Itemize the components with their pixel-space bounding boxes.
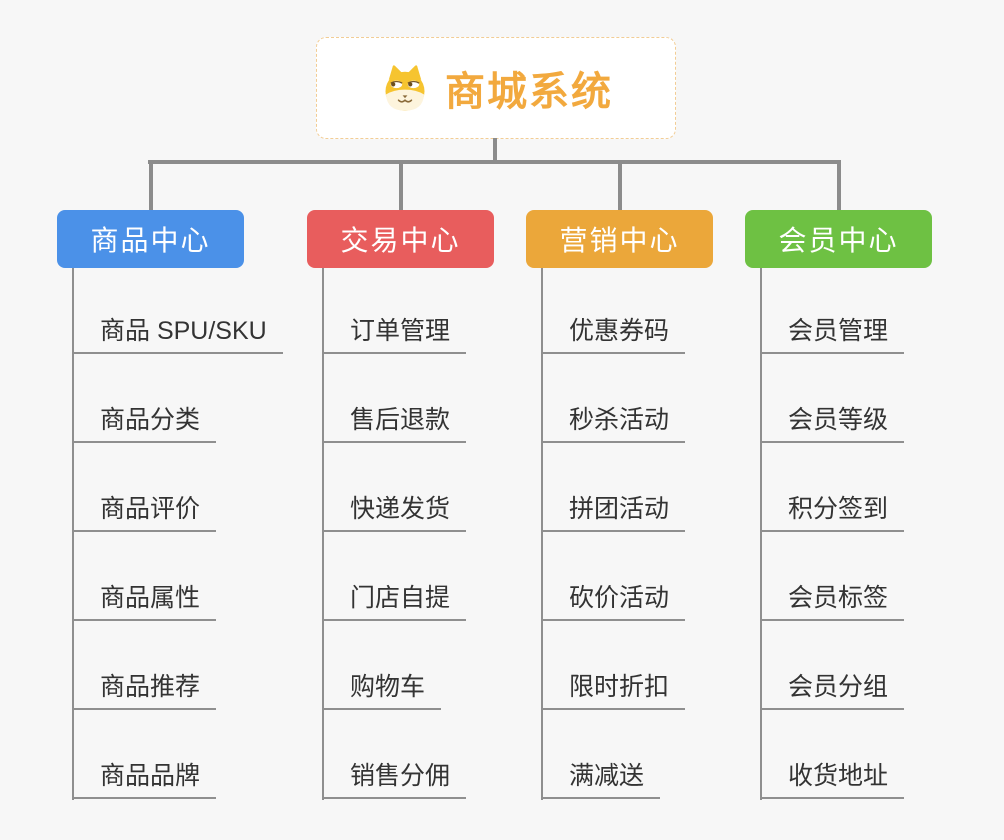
leaf-topic[interactable]: 售后退款 bbox=[322, 399, 467, 443]
leaf-topic[interactable]: 优惠券码 bbox=[541, 310, 686, 354]
branch-topic-4[interactable]: 会员中心 bbox=[745, 210, 932, 268]
branch-topic-2[interactable]: 交易中心 bbox=[307, 210, 494, 268]
leaf-topic[interactable]: 门店自提 bbox=[322, 577, 467, 621]
leaf-topic[interactable]: 砍价活动 bbox=[541, 577, 686, 621]
leaf-topic[interactable]: 商品推荐 bbox=[72, 666, 217, 710]
connector-branch-trunk bbox=[322, 268, 324, 800]
leaf-topic[interactable]: 销售分佣 bbox=[322, 755, 467, 799]
leaf-topic[interactable]: 会员等级 bbox=[760, 399, 905, 443]
connector-root-drop bbox=[493, 138, 497, 162]
branch-topic-3[interactable]: 营销中心 bbox=[526, 210, 713, 268]
leaf-topic[interactable]: 商品评价 bbox=[72, 488, 217, 532]
root-topic[interactable]: 商城系统 bbox=[316, 37, 676, 139]
leaf-topic[interactable]: 积分签到 bbox=[760, 488, 905, 532]
leaf-topic[interactable]: 商品分类 bbox=[72, 399, 217, 443]
leaf-topic[interactable]: 商品 SPU/SKU bbox=[72, 310, 283, 354]
connector-branch-drop bbox=[398, 160, 403, 210]
leaf-topic[interactable]: 订单管理 bbox=[322, 310, 467, 354]
leaf-topic[interactable]: 会员管理 bbox=[760, 310, 905, 354]
connector-branch-drop bbox=[617, 160, 622, 210]
leaf-topic[interactable]: 满减送 bbox=[541, 755, 661, 799]
leaf-topic[interactable]: 商品品牌 bbox=[72, 755, 217, 799]
leaf-topic[interactable]: 商品属性 bbox=[72, 577, 217, 621]
leaf-topic[interactable]: 秒杀活动 bbox=[541, 399, 686, 443]
connector-branch-drop bbox=[148, 160, 153, 210]
root-topic-label: 商城系统 bbox=[445, 70, 613, 114]
dog-face-icon bbox=[385, 65, 425, 111]
connector-branch-drop bbox=[836, 160, 841, 210]
leaf-topic[interactable]: 会员标签 bbox=[760, 577, 905, 621]
leaf-topic[interactable]: 收货地址 bbox=[760, 755, 905, 799]
leaf-topic[interactable]: 拼团活动 bbox=[541, 488, 686, 532]
connector-branch-trunk bbox=[72, 268, 74, 800]
leaf-topic[interactable]: 会员分组 bbox=[760, 666, 905, 710]
branch-topic-1[interactable]: 商品中心 bbox=[57, 210, 244, 268]
connector-bus bbox=[148, 160, 841, 164]
leaf-topic[interactable]: 快递发货 bbox=[322, 488, 467, 532]
connector-branch-trunk bbox=[541, 268, 543, 800]
connector-branch-trunk bbox=[760, 268, 762, 800]
leaf-topic[interactable]: 购物车 bbox=[322, 666, 442, 710]
leaf-topic[interactable]: 限时折扣 bbox=[541, 666, 686, 710]
